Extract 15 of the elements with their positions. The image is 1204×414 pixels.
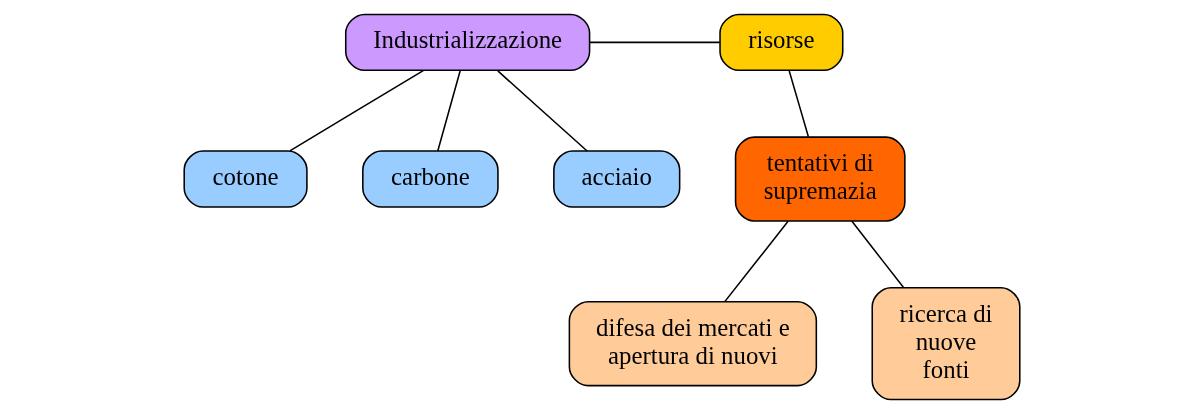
node-box: cotone [183,150,308,208]
connector [724,220,789,303]
node-box: acciaio [553,150,681,208]
node-box: difesa dei mercati e apertura di nuovi [568,300,818,387]
node-box: carbone [362,150,499,208]
node-box: tentativi di supremazia [734,136,906,222]
connector [289,69,425,152]
connector [437,70,461,152]
node-box: ricerca di nuove fonti [871,287,1021,401]
connector [788,70,810,138]
connector [497,70,588,152]
connector [588,41,721,44]
connector [851,220,905,289]
node-box: risorse [719,13,844,72]
node-box: Industrializzazione [344,13,591,72]
